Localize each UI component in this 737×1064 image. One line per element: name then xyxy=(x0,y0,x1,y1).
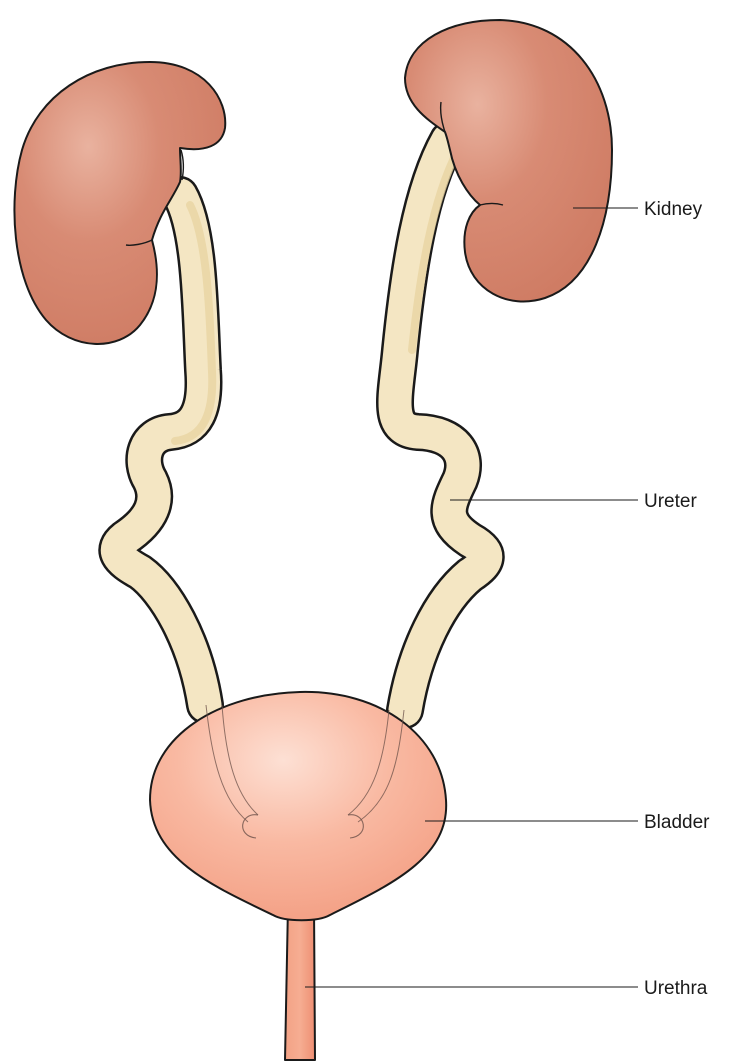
right-kidney-hilum-line xyxy=(439,101,446,133)
left-ureteric-orifice xyxy=(242,814,259,839)
bladder-label: Bladder xyxy=(644,812,710,833)
kidney-label: Kidney xyxy=(644,199,703,220)
urethra-label: Urethra xyxy=(644,978,708,999)
right-ureter-shade xyxy=(408,146,462,354)
right-ureter-fill xyxy=(378,123,502,727)
right-kidney xyxy=(404,19,613,303)
left-ureter-intravesical xyxy=(205,704,259,823)
left-kidney-hilum-line xyxy=(180,149,185,181)
left-kidney-hilum-line-2 xyxy=(125,239,153,246)
left-kidney-body xyxy=(13,61,227,345)
bladder xyxy=(149,690,448,922)
right-ureter xyxy=(376,121,505,729)
left-kidney xyxy=(13,61,227,345)
left-ureter-fill xyxy=(101,178,222,722)
right-ureteric-orifice xyxy=(347,814,364,839)
right-ureter-intravesical xyxy=(347,709,405,823)
bladder-body xyxy=(149,690,448,922)
left-ureter-shade xyxy=(171,201,217,445)
left-ureter xyxy=(98,176,224,724)
urethra xyxy=(284,904,316,1061)
urethra-tube xyxy=(284,904,316,1061)
ureter-label: Ureter xyxy=(644,491,697,512)
right-kidney-hilum-line-2 xyxy=(479,202,504,206)
right-kidney-body xyxy=(404,19,613,303)
